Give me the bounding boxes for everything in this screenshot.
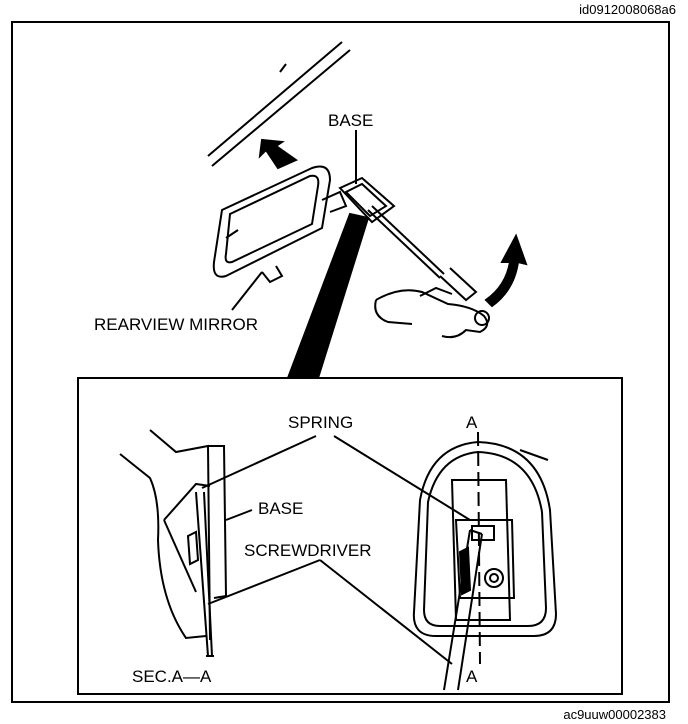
base-detail-label: BASE xyxy=(258,499,303,518)
mirror-base xyxy=(338,176,396,224)
spring-label: SPRING xyxy=(288,413,353,432)
spring-leader-lines xyxy=(201,435,471,521)
pull-arrow xyxy=(258,138,299,170)
rearview-mirror-label: REARVIEW MIRROR xyxy=(94,315,258,334)
windshield-edge xyxy=(207,41,351,167)
base-detail-leader-line xyxy=(225,509,253,521)
screwdriver-detail xyxy=(443,529,483,691)
section-caption: SEC.A—A xyxy=(132,667,212,686)
screwdriver-label: SCREWDRIVER xyxy=(244,541,372,560)
hand xyxy=(374,286,490,339)
screwdriver-tool xyxy=(367,205,478,302)
base-front-view xyxy=(412,440,558,637)
detail-inset-frame xyxy=(77,377,623,695)
section-view xyxy=(119,429,228,657)
mirror-leader-line xyxy=(231,271,263,311)
rotate-arrow xyxy=(484,233,528,308)
rearview-mirror xyxy=(212,165,348,284)
outer-frame xyxy=(11,21,670,703)
section-marker-top-label: A xyxy=(466,413,478,432)
figure-code-bottom: ac9uuw00002383 xyxy=(563,707,666,722)
section-marker-bottom-label: A xyxy=(466,667,478,686)
base-label: BASE xyxy=(328,111,373,130)
figure-code-top: id0912008068a6 xyxy=(579,2,676,17)
screwdriver-leader-lines xyxy=(207,559,453,665)
